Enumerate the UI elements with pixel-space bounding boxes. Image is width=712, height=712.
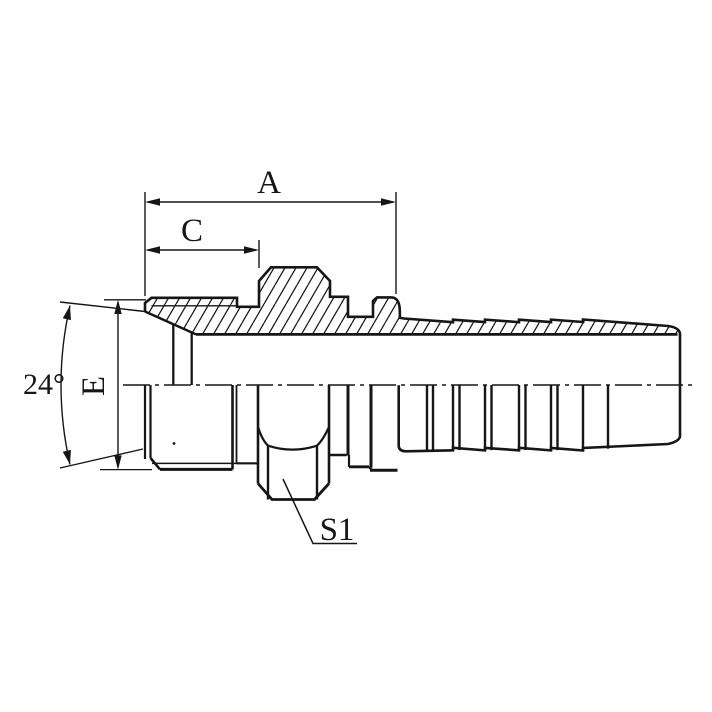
dim-c-label: C	[181, 213, 203, 249]
cone-angle-label: 24°	[23, 368, 65, 401]
hex-size-label: S1	[320, 512, 355, 548]
dimension-labels: A C E 24° S1	[23, 165, 354, 548]
cone-angle-dimension	[59, 301, 146, 469]
upper-section-profile	[143, 266, 682, 453]
print-speck	[172, 442, 176, 445]
barb-ridges	[425, 385, 610, 451]
cone-edge	[144, 310, 197, 336]
dimension-a	[144, 192, 397, 296]
lower-external-profile	[143, 385, 610, 501]
dim-a-label: A	[257, 165, 281, 201]
dimension-c	[145, 240, 260, 268]
section-hatching	[145, 267, 680, 335]
hex-flats	[256, 385, 331, 501]
dim-e-label: E	[76, 376, 112, 396]
dimensions	[59, 192, 397, 545]
hex-size-leader	[282, 478, 357, 545]
dimension-e	[100, 299, 152, 471]
